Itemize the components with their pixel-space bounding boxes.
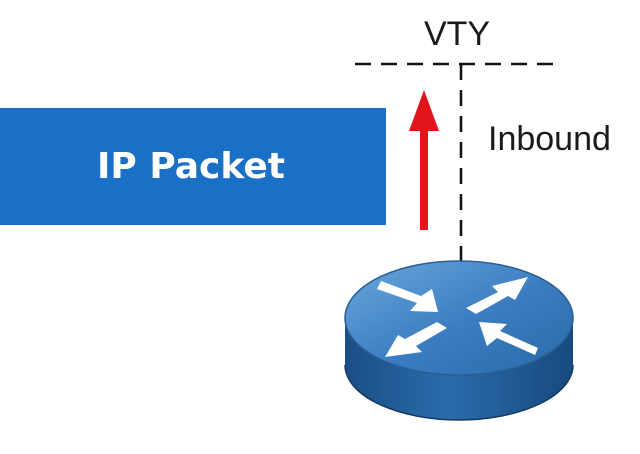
vty-label: VTY [424,15,490,53]
inbound-label: Inbound [488,120,611,158]
router-icon [344,260,574,421]
ip-packet-box: IP Packet [0,108,386,225]
router-arrows-icon [377,277,538,357]
inbound-arrow-icon [409,90,439,230]
ip-packet-label: IP Packet [97,146,285,187]
